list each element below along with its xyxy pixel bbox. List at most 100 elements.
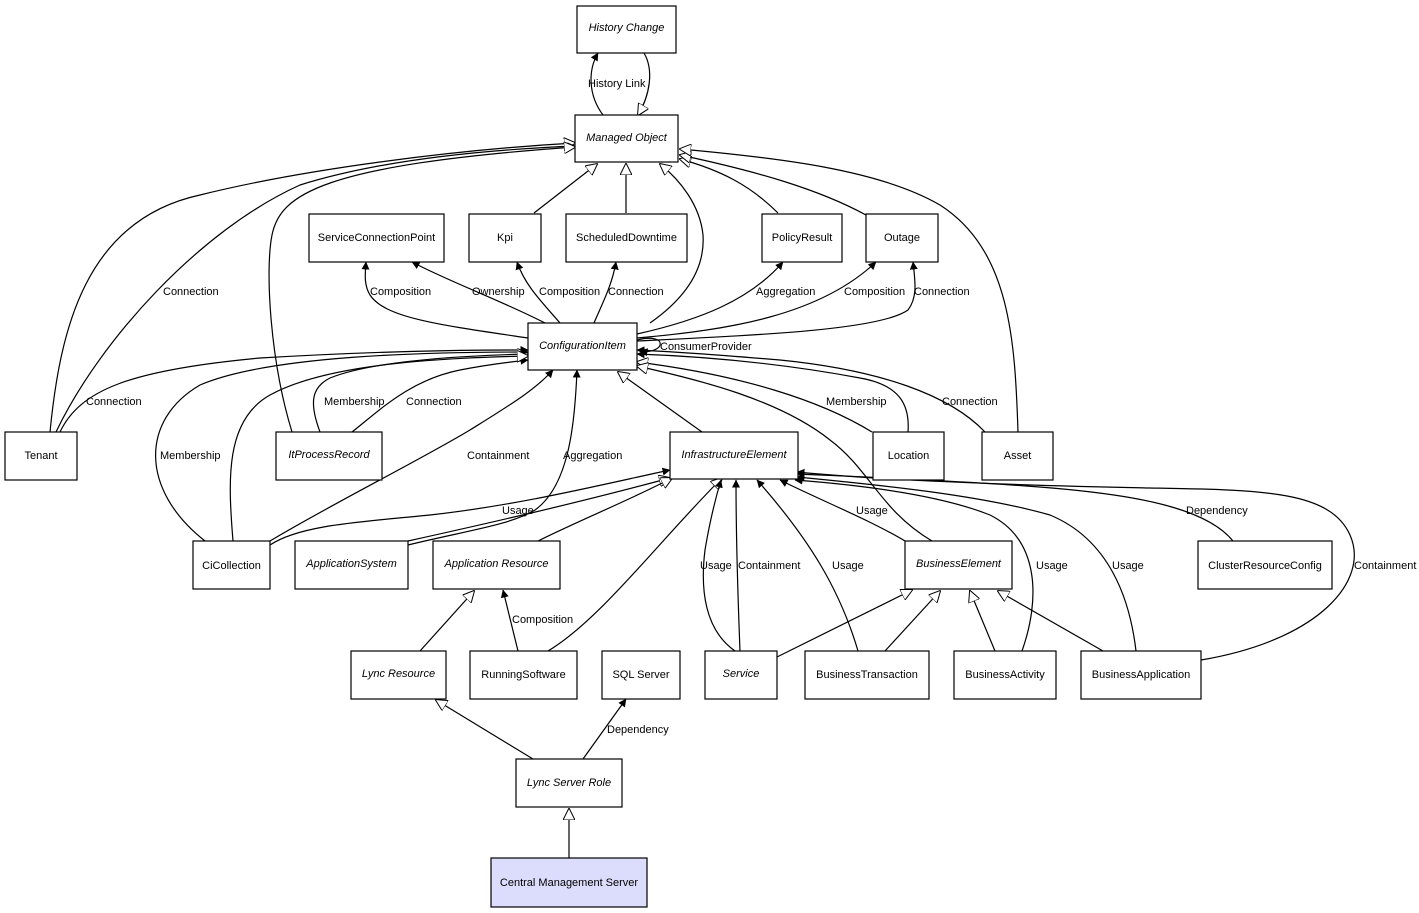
edge-bt-infra-usage [756, 479, 859, 652]
node-box [469, 650, 578, 700]
edge-service-infra-usage [702, 479, 736, 652]
node-central-management-server[interactable]: Central Management Server [490, 857, 648, 908]
node-it-process-record[interactable]: ItProcessRecord [275, 431, 383, 481]
node-cluster-resource-config[interactable]: ClusterResourceConfig [1197, 540, 1333, 590]
node-kpi[interactable]: Kpi [468, 213, 542, 263]
edge-ci-outage-connection [636, 261, 918, 342]
label-bt-usage: Usage [832, 560, 864, 572]
node-infrastructure-element[interactable]: InfrastructureElement [669, 431, 799, 480]
edge-asset-ci-connection [636, 346, 986, 433]
node-box [761, 213, 843, 263]
node-label: Application Resource [444, 558, 549, 570]
label-be-usage: Usage [856, 505, 888, 517]
edge-ba-infra-usage [794, 476, 1034, 652]
node-configuration-item[interactable]: ConfigurationItem [527, 322, 638, 371]
node-box [669, 431, 799, 480]
edge-ba-businesselement-inherit [970, 591, 996, 652]
node-box [865, 213, 939, 263]
node-service[interactable]: Service [704, 650, 778, 700]
node-box [432, 540, 561, 590]
edge-businesselement-infra-usage [779, 479, 906, 542]
edge-asset-managed-object [680, 149, 1019, 433]
node-scheduled-downtime[interactable]: ScheduledDowntime [565, 213, 688, 263]
node-box [490, 857, 648, 908]
node-label: BusinessTransaction [816, 669, 918, 681]
edge-location-ci-membership [636, 350, 909, 433]
node-business-activity[interactable]: BusinessActivity [953, 650, 1057, 700]
edge-ci-scp-ownership [411, 261, 546, 324]
label-bapp-usage: Usage [1112, 560, 1144, 572]
node-box [527, 322, 638, 371]
node-business-transaction[interactable]: BusinessTransaction [804, 650, 930, 700]
node-history-change[interactable]: History Change [576, 5, 677, 54]
node-label: Location [888, 450, 930, 462]
node-business-application[interactable]: BusinessApplication [1080, 650, 1202, 700]
node-ci-collection[interactable]: CiCollection [192, 540, 271, 590]
node-box [275, 431, 383, 481]
node-label: Tenant [24, 450, 57, 462]
node-lync-resource[interactable]: Lync Resource [350, 650, 447, 700]
label-service-usage: Usage [700, 560, 732, 572]
node-policy-result[interactable]: PolicyResult [761, 213, 843, 263]
label-pr-aggregation: Aggregation [756, 286, 815, 298]
node-tenant[interactable]: Tenant [4, 431, 78, 481]
node-label: RunningSoftware [481, 669, 565, 681]
node-box [804, 650, 930, 700]
nodes: History Change Managed Object ServiceCon… [4, 5, 1333, 908]
node-label: SQL Server [612, 669, 669, 681]
node-box [350, 650, 447, 700]
edge-location-ci-inherit [637, 362, 873, 433]
edge-ci-service-connection-point [361, 261, 529, 339]
label-cic-membership: Membership [160, 450, 221, 462]
node-label: Asset [1004, 450, 1032, 462]
label-scp-ownership: Ownership [472, 286, 525, 298]
node-label: Lync Resource [362, 668, 435, 680]
node-business-element[interactable]: BusinessElement [904, 540, 1013, 590]
node-box [953, 650, 1057, 700]
node-lync-server-role[interactable]: Lync Server Role [515, 758, 623, 808]
edge-ci-scheduled-downtime [593, 261, 619, 324]
node-box [872, 431, 945, 481]
label-appsys-aggregation: Aggregation [563, 450, 622, 462]
edge-history-link-down [638, 52, 651, 115]
edge-cicollection-ci-containment [269, 369, 554, 542]
label-cic-usage: Usage [502, 505, 534, 517]
node-application-resource[interactable]: Application Resource [432, 540, 561, 590]
edge-runningsoftware-appresource-composition [500, 589, 519, 652]
edge-policyresult-managed-object [680, 159, 779, 214]
node-managed-object[interactable]: Managed Object [574, 114, 679, 163]
node-label: History Change [589, 22, 665, 34]
node-box [308, 213, 445, 263]
node-asset[interactable]: Asset [981, 431, 1054, 481]
node-running-software[interactable]: RunningSoftware [469, 650, 578, 700]
node-box [4, 431, 78, 481]
node-box [904, 540, 1013, 590]
label-ba-usage: Usage [1036, 560, 1068, 572]
node-outage[interactable]: Outage [865, 213, 939, 263]
label-tenant-mo-connection: Connection [163, 286, 219, 298]
edge-ci-policy-result [636, 261, 784, 335]
node-label: ScheduledDowntime [576, 232, 677, 244]
node-box [1080, 650, 1202, 700]
node-label: BusinessApplication [1092, 669, 1190, 681]
edge-appsystem-ci-aggregation [407, 369, 581, 546]
node-box [601, 650, 681, 700]
edge-kpi-managed-object [533, 164, 597, 214]
edge-labels: History Link Connection Composition Owne… [86, 78, 1416, 736]
edge-ci-outage-composition [636, 261, 877, 339]
label-itpr-membership: Membership [324, 396, 385, 408]
node-location[interactable]: Location [872, 431, 945, 481]
node-label: ApplicationSystem [305, 558, 397, 570]
edge-cicollection-ci-membership [155, 348, 529, 542]
node-service-connection-point[interactable]: ServiceConnectionPoint [308, 213, 445, 263]
node-label: ConfigurationItem [539, 340, 626, 352]
node-label: ClusterResourceConfig [1208, 560, 1322, 572]
node-label: Lync Server Role [527, 777, 611, 789]
node-sql-server[interactable]: SQL Server [601, 650, 681, 700]
node-label: ItProcessRecord [288, 449, 370, 461]
node-application-system[interactable]: ApplicationSystem [294, 540, 409, 590]
edge-service-infra-containment [732, 479, 741, 652]
label-kpi-composition: Composition [539, 286, 600, 298]
node-box [192, 540, 271, 590]
